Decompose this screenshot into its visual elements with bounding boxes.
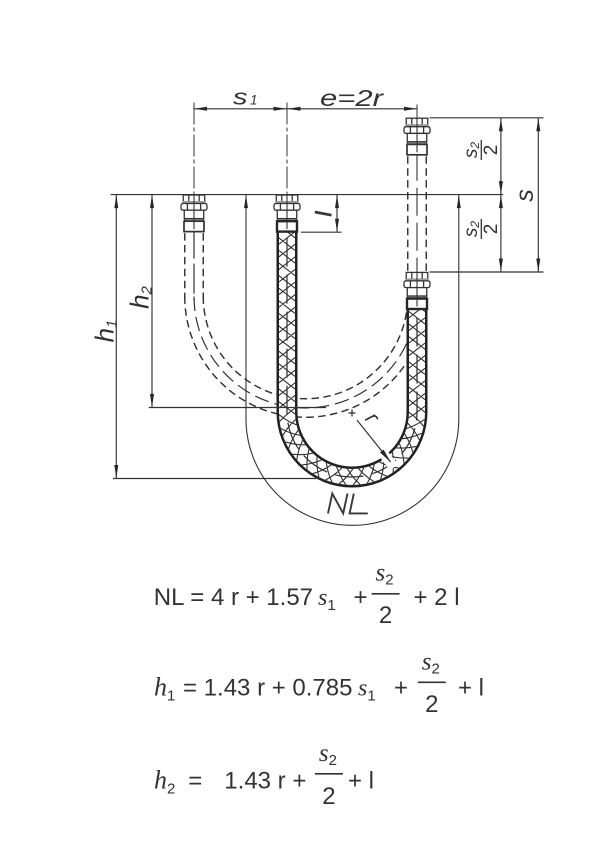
- svg-text:2: 2: [379, 602, 392, 629]
- svg-text:s: s: [233, 85, 248, 110]
- svg-text:+: +: [394, 675, 408, 702]
- svg-text:NL = 4 r + 1.57: NL = 4 r + 1.57: [154, 584, 313, 611]
- svg-text:+ l: + l: [458, 675, 484, 702]
- svg-text:1.43 r +: 1.43 r +: [224, 768, 306, 795]
- svg-text:2: 2: [481, 224, 502, 235]
- svg-text:1: 1: [250, 93, 258, 108]
- svg-text:=: =: [188, 768, 202, 795]
- svg-text:+: +: [354, 584, 368, 611]
- svg-text:s: s: [511, 189, 539, 202]
- svg-text:2: 2: [322, 783, 335, 810]
- svg-text:e=2r: e=2r: [320, 85, 385, 111]
- svg-text:2: 2: [425, 691, 438, 718]
- svg-text:+ l: + l: [348, 768, 374, 795]
- svg-text:= 1.43 r + 0.785: = 1.43 r + 0.785: [183, 675, 352, 702]
- svg-text:2: 2: [481, 145, 502, 156]
- svg-text:+ 2 l: + 2 l: [414, 584, 460, 611]
